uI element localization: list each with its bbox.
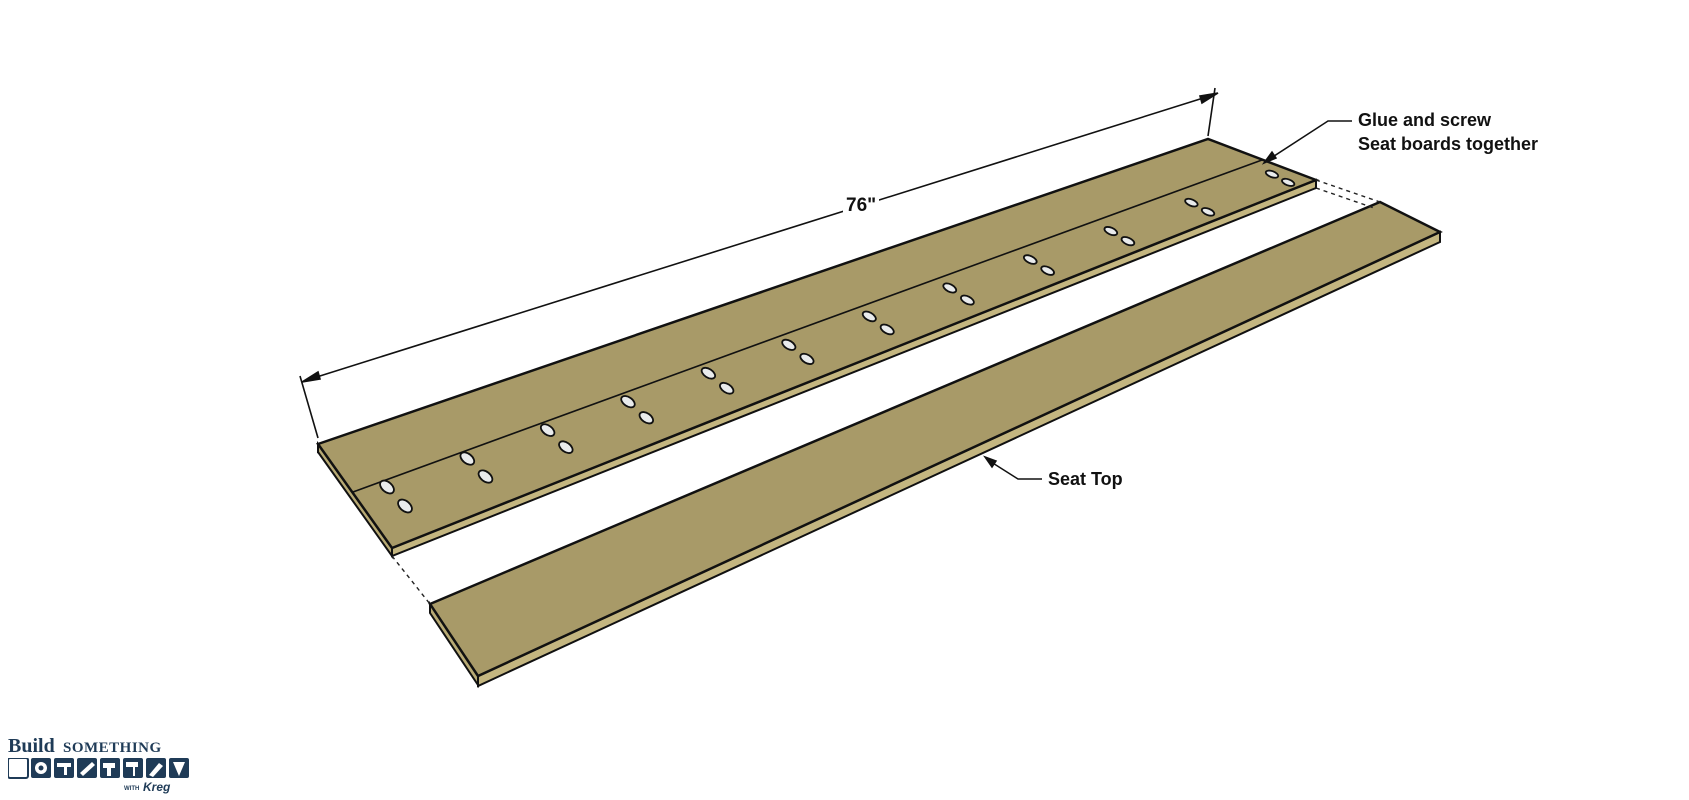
screw-icon xyxy=(169,758,189,778)
pocket-hole xyxy=(960,294,975,306)
joined-seat-boards xyxy=(316,137,1320,560)
paint-roller-icon xyxy=(123,758,143,778)
pocket-hole xyxy=(1281,177,1296,187)
seat-top-label: Seat Top xyxy=(1048,469,1123,489)
drill-icon xyxy=(100,758,120,778)
pocket-hole xyxy=(638,411,654,425)
pocket-hole xyxy=(700,366,717,380)
pocket-hole xyxy=(799,352,815,365)
pocket-hole xyxy=(942,282,958,294)
buildsomething-logo: Build SOMETHING xyxy=(8,736,196,794)
logo-word-something: SOMETHING xyxy=(63,740,162,756)
ruler-icon xyxy=(54,758,74,778)
leader-glue-arrow xyxy=(1261,150,1278,165)
pocket-hole xyxy=(477,469,494,484)
pocket-hole xyxy=(781,338,797,351)
callout-glue-line1: Glue and screw xyxy=(1358,110,1492,130)
pocket-hole xyxy=(1184,197,1199,208)
pocket-hole xyxy=(879,323,895,336)
pocket-hole xyxy=(1040,265,1055,276)
leader-seat-top-arrow xyxy=(983,455,998,469)
dimension-arrow-right xyxy=(1198,92,1219,105)
logo-word-kreg: Kreg xyxy=(143,780,171,794)
saw-blade-icon xyxy=(31,758,51,778)
alignment-guide-right-bottom xyxy=(1315,187,1375,209)
pocket-hole xyxy=(558,440,574,454)
seat-top-board xyxy=(428,200,1443,689)
length-dimension xyxy=(299,87,1219,439)
board-seam-line xyxy=(352,159,1263,493)
leader-glue-and-screw xyxy=(1267,120,1352,161)
seat-top-top-face xyxy=(428,200,1443,678)
alignment-guide-right-top xyxy=(1315,179,1381,203)
pocket-hole xyxy=(719,381,735,395)
pocket-hole xyxy=(1022,254,1038,265)
pocket-hole xyxy=(539,423,556,437)
pocket-hole xyxy=(1200,207,1216,217)
pocket-holes xyxy=(379,169,1296,514)
paintbrush-icon xyxy=(146,758,166,778)
plain-tile-icon xyxy=(8,758,29,779)
hammer-icon xyxy=(77,758,97,778)
logo-tool-tiles xyxy=(8,758,189,779)
pocket-hole xyxy=(1264,169,1280,179)
dimension-arrow-left xyxy=(301,370,322,383)
pocket-hole xyxy=(861,310,877,323)
pocket-hole xyxy=(620,395,636,409)
alignment-guides xyxy=(391,179,1381,605)
logo-word-with: WITH xyxy=(124,786,140,792)
logo-word-build: Build xyxy=(8,735,55,757)
dimension-label: 76" xyxy=(843,194,880,217)
alignment-guide-left xyxy=(391,555,431,605)
pocket-hole xyxy=(397,498,413,514)
leader-seat-top xyxy=(987,459,1042,480)
dimension-line xyxy=(303,93,1217,382)
leader-lines xyxy=(983,120,1352,480)
dimension-extension-left xyxy=(299,375,319,439)
pocket-hole xyxy=(379,479,395,495)
pocket-hole xyxy=(459,451,476,466)
pocket-hole xyxy=(1103,226,1119,237)
pocket-hole xyxy=(1120,236,1136,247)
callout-glue-line2: Seat boards together xyxy=(1358,134,1539,154)
